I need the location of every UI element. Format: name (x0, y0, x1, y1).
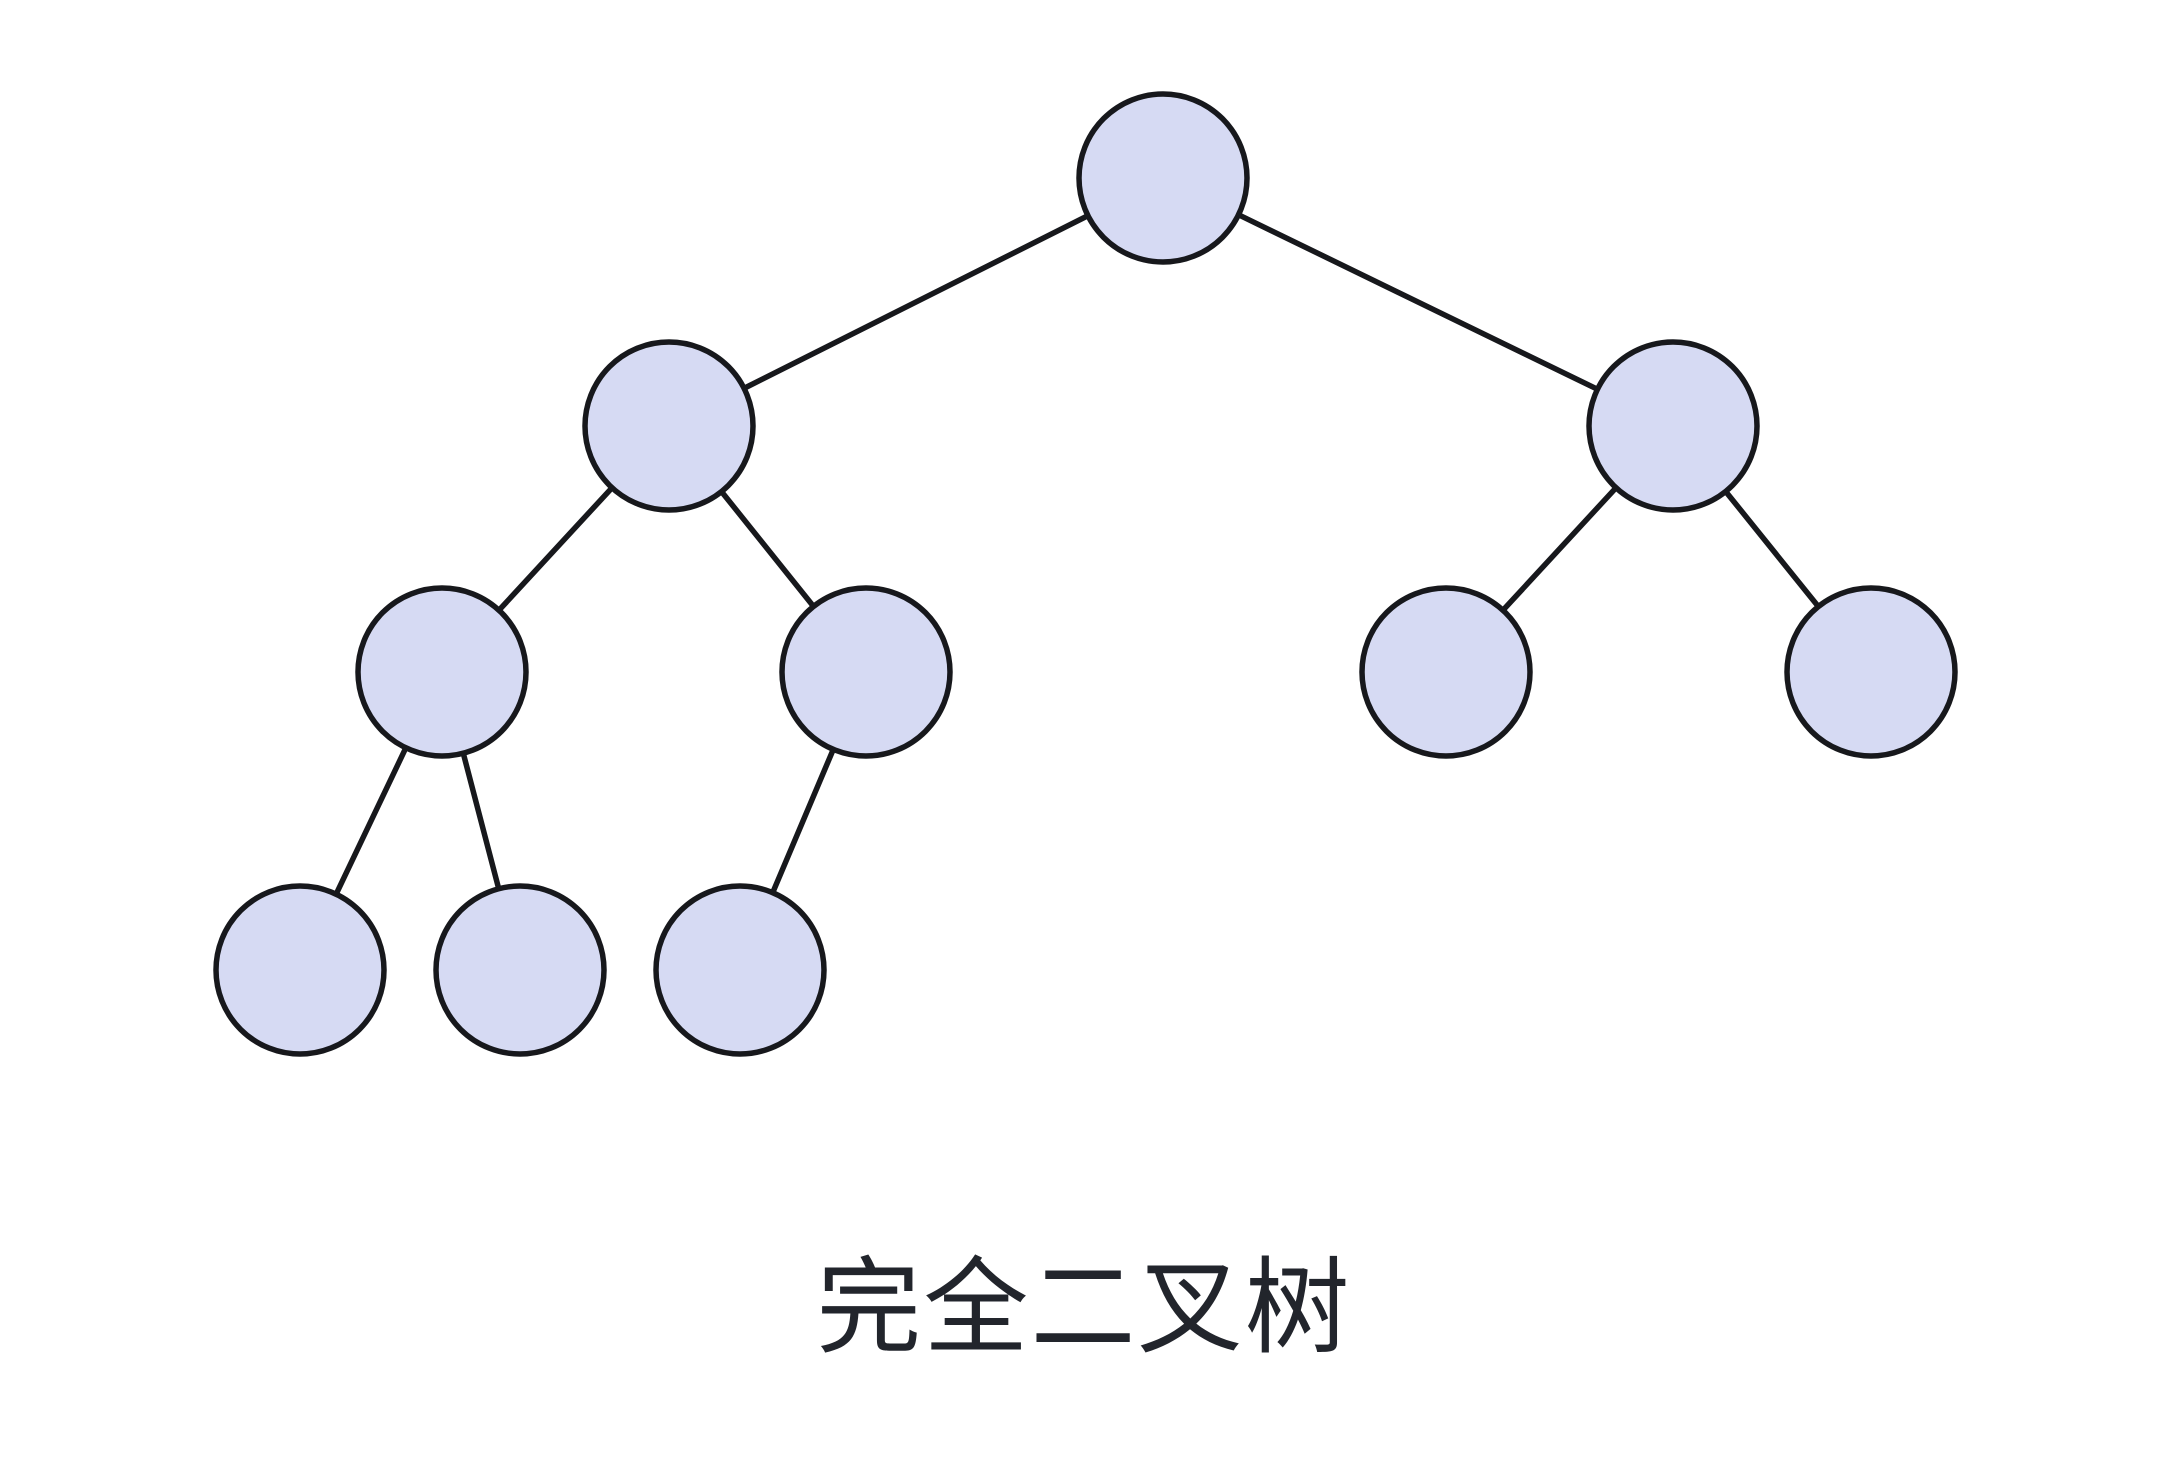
tree-edge (1723, 489, 1821, 609)
tree-node (582, 339, 756, 513)
edge-layer (333, 212, 1821, 897)
tree-node-circle (213, 883, 387, 1057)
tree-edge (333, 745, 409, 897)
tree-node-circle (355, 585, 529, 759)
tree-edge (496, 485, 615, 613)
tree-edge (770, 747, 836, 895)
node-layer (213, 91, 1958, 1057)
tree-node-circle (582, 339, 756, 513)
tree-edge (460, 751, 502, 891)
tree-node-circle (1076, 91, 1250, 265)
tree-node-circle (653, 883, 827, 1057)
tree-node (653, 883, 827, 1057)
tree-node (1076, 91, 1250, 265)
tree-node (433, 883, 607, 1057)
tree-node-circle (433, 883, 607, 1057)
tree-node (1359, 585, 1533, 759)
tree-node (1784, 585, 1958, 759)
tree-node-circle (1586, 339, 1760, 513)
tree-edge (1236, 212, 1600, 392)
tree-edge (1500, 485, 1619, 613)
tree-edge (742, 213, 1090, 391)
diagram-caption: 完全二叉树 (816, 1247, 1352, 1369)
tree-node (355, 585, 529, 759)
tree-node (779, 585, 953, 759)
tree-edge (719, 489, 816, 609)
tree-node-circle (1784, 585, 1958, 759)
tree-node (213, 883, 387, 1057)
tree-node (1586, 339, 1760, 513)
tree-node-circle (779, 585, 953, 759)
tree-node-circle (1359, 585, 1533, 759)
